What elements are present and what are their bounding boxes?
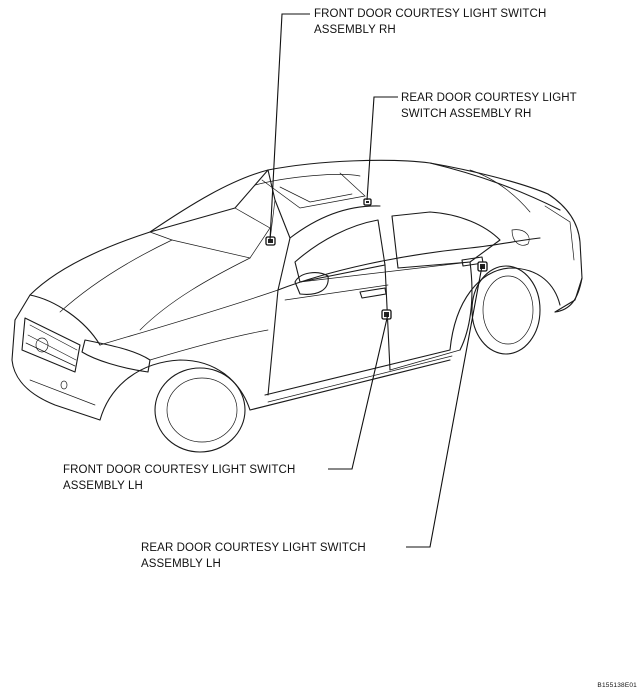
rear-rh-leader-line: [366, 96, 398, 201]
label-rear-door-lh-line2: ASSEMBLY LH: [141, 558, 221, 570]
rear-lh-switch-icon: [477, 261, 488, 272]
label-rear-door-lh-line1: REAR DOOR COURTESY LIGHT SWITCH: [141, 542, 366, 554]
figure-code: B155138E01: [597, 682, 637, 689]
label-rear-door-rh-line2: SWITCH ASSEMBLY RH: [401, 108, 532, 120]
label-rear-door-rh-line1: REAR DOOR COURTESY LIGHT: [401, 92, 577, 104]
front-lh-leader-line: [328, 313, 389, 470]
label-rear-door-rh: REAR DOOR COURTESY LIGHT SWITCH ASSEMBLY…: [401, 90, 577, 122]
car-illustration: [11, 159, 583, 453]
label-front-door-lh: FRONT DOOR COURTESY LIGHT SWITCH ASSEMBL…: [63, 462, 295, 494]
rear-lh-leader-line: [406, 265, 483, 548]
front-lh-switch-icon: [381, 309, 392, 320]
label-front-door-lh-line2: ASSEMBLY LH: [63, 480, 143, 492]
label-front-door-lh-line1: FRONT DOOR COURTESY LIGHT SWITCH: [63, 464, 296, 476]
label-front-door-rh-line2: ASSEMBLY RH: [314, 24, 396, 36]
front-rh-leader-line: [269, 13, 310, 241]
label-rear-door-lh: REAR DOOR COURTESY LIGHT SWITCH ASSEMBLY…: [141, 540, 366, 572]
label-front-door-rh-line1: FRONT DOOR COURTESY LIGHT SWITCH: [314, 8, 547, 20]
label-front-door-rh: FRONT DOOR COURTESY LIGHT SWITCH ASSEMBL…: [314, 6, 546, 38]
